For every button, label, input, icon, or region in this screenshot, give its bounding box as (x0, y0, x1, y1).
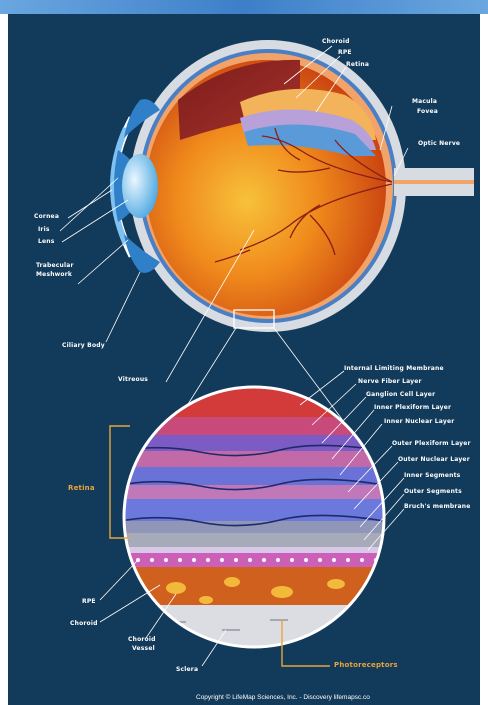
label-ciliary-body: Ciliary Body (62, 342, 105, 350)
lens (122, 154, 158, 218)
eyeball (113, 40, 474, 332)
label-cornea: Cornea (34, 213, 59, 221)
label-iris: Iris (38, 226, 50, 234)
label-outer-plexiform-layer: Outer Plexiform Layer (392, 440, 471, 448)
label-inner-plexiform-layer: Inner Plexiform Layer (374, 404, 451, 412)
label-ganglion-cell-layer: Ganglion Cell Layer (366, 391, 435, 399)
label-nerve-fiber-layer: Nerve Fiber Layer (358, 378, 422, 386)
choroid-band (120, 567, 390, 605)
optic-nerve-core (394, 180, 474, 184)
label-rpe: RPE (338, 49, 352, 57)
label-outer-segments: Outer Segments (404, 488, 462, 496)
label-inner-segments: Inner Segments (404, 472, 460, 480)
label-inner-nuclear-layer: Inner Nuclear Layer (384, 418, 454, 426)
ganglion-band (120, 435, 390, 451)
label-retina-bracket: Retina (68, 484, 95, 492)
inner-plexiform-band (120, 451, 390, 467)
label-rpe-detail: RPE (82, 598, 96, 606)
label-macula: Macula (412, 98, 437, 106)
outer-segments-band (120, 533, 390, 547)
label-choroid-vessel-1: Choroid (128, 636, 156, 644)
label-optic-nerve: Optic Nerve (418, 140, 460, 148)
label-choroid-vessel-2: Vessel (132, 645, 155, 653)
bruchs-band (120, 547, 390, 553)
label-sclera: Sclera (176, 666, 198, 674)
label-choroid: Choroid (322, 38, 350, 46)
label-retina: Retina (346, 61, 369, 69)
label-bruchs-membrane: Bruch's membrane (404, 503, 471, 511)
label-lens: Lens (38, 238, 55, 246)
copyright-notice: Copyright © LifeMap Sciences, Inc. - Dis… (196, 694, 370, 701)
label-outer-nuclear-layer: Outer Nuclear Layer (398, 456, 470, 464)
outer-plexiform-band (120, 485, 390, 499)
label-vitreous: Vitreous (118, 376, 148, 384)
label-photoreceptors: Photoreceptors (334, 661, 398, 669)
label-trabecular: Trabecular (36, 262, 74, 270)
label-meshwork: Meshwork (36, 271, 72, 279)
inner-segments-band (120, 521, 390, 533)
label-choroid-detail: Choroid (70, 620, 98, 628)
label-fovea: Fovea (417, 108, 438, 116)
label-internal-limiting-membrane: Internal Limiting Membrane (344, 365, 444, 373)
